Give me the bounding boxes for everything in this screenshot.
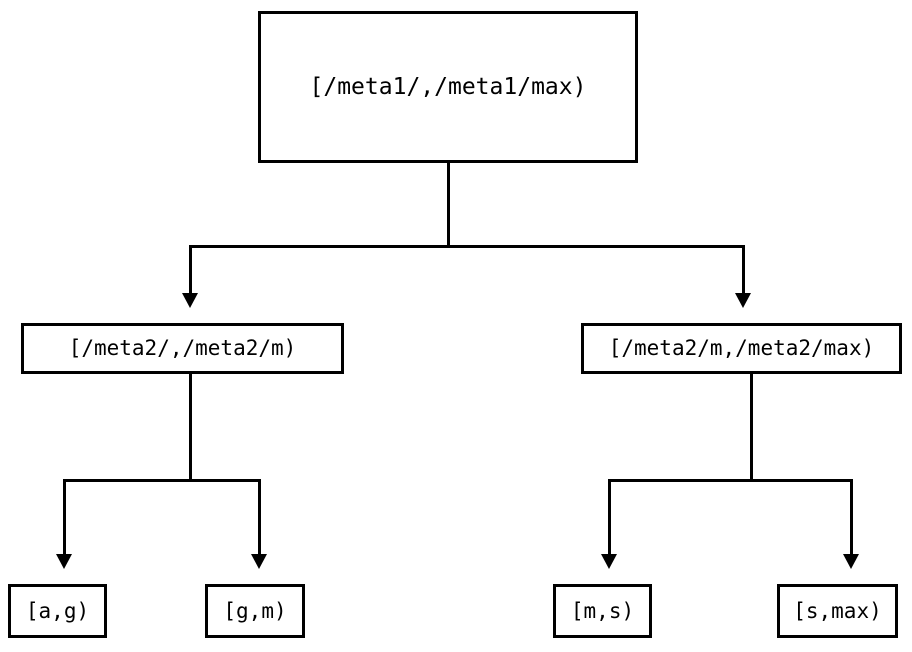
edge-mid-right-to-leaf-4 bbox=[850, 479, 853, 556]
node-meta2-upper[interactable]: [/meta2/m,/meta2/max) bbox=[581, 323, 902, 374]
arrowhead-leaf-2 bbox=[251, 554, 267, 569]
node-meta2-lower-label: [/meta2/,/meta2/m) bbox=[68, 336, 297, 360]
node-leaf-s-max-label: [s,max) bbox=[793, 598, 882, 623]
node-leaf-m-s[interactable]: [m,s) bbox=[553, 584, 652, 638]
edge-mid-right-stem bbox=[750, 374, 753, 482]
node-leaf-g-m[interactable]: [g,m) bbox=[205, 584, 305, 638]
edge-mid-left-stem bbox=[189, 374, 192, 482]
node-root-label: [/meta1/,/meta1/max) bbox=[309, 73, 587, 100]
edge-mid-right-bus bbox=[608, 479, 853, 482]
edge-mid-left-bus bbox=[63, 479, 261, 482]
arrowhead-mid-left bbox=[182, 293, 198, 308]
arrowhead-mid-right bbox=[735, 293, 751, 308]
node-meta2-lower[interactable]: [/meta2/,/meta2/m) bbox=[21, 323, 344, 374]
arrowhead-leaf-1 bbox=[56, 554, 72, 569]
node-root[interactable]: [/meta1/,/meta1/max) bbox=[258, 11, 638, 163]
edge-root-to-mid-left bbox=[189, 245, 192, 295]
arrowhead-leaf-3 bbox=[601, 554, 617, 569]
node-leaf-g-m-label: [g,m) bbox=[223, 598, 287, 623]
edge-root-to-mid-right bbox=[742, 245, 745, 295]
edge-mid-left-to-leaf-1 bbox=[63, 479, 66, 556]
edge-root-stem bbox=[447, 163, 450, 247]
edge-mid-left-to-leaf-2 bbox=[258, 479, 261, 556]
node-leaf-s-max[interactable]: [s,max) bbox=[777, 584, 898, 638]
arrowhead-leaf-4 bbox=[843, 554, 859, 569]
node-meta2-upper-label: [/meta2/m,/meta2/max) bbox=[608, 336, 875, 360]
node-leaf-a-g-label: [a,g) bbox=[25, 598, 90, 623]
edge-root-bus bbox=[189, 245, 745, 248]
edge-mid-right-to-leaf-3 bbox=[608, 479, 611, 556]
node-leaf-m-s-label: [m,s) bbox=[570, 598, 635, 623]
node-leaf-a-g[interactable]: [a,g) bbox=[8, 584, 107, 638]
